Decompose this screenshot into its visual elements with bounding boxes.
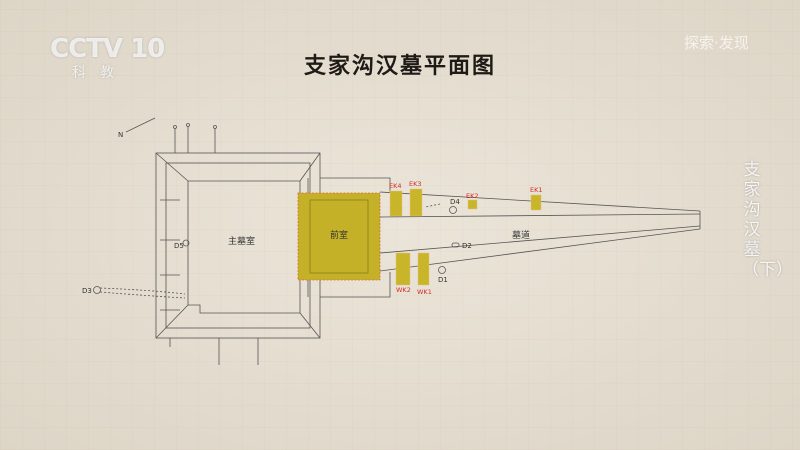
pit-wk2 — [395, 252, 411, 286]
posts — [169, 123, 259, 365]
svg-text:N: N — [118, 131, 123, 139]
svg-text:D2: D2 — [462, 242, 472, 250]
svg-text:主墓室: 主墓室 — [228, 235, 255, 247]
pit-wk1 — [417, 252, 430, 286]
front-chamber-inner — [309, 199, 369, 274]
svg-text:EK4: EK4 — [389, 182, 402, 190]
room-labels: 主墓室 前室 墓道 — [228, 229, 530, 247]
front-chamber-highlight — [297, 192, 381, 281]
cctv-logo-sub: 科教 — [72, 65, 128, 81]
hole-labels: D1 D2 D3 D4 D5 — [82, 198, 472, 295]
svg-text:D4: D4 — [450, 198, 460, 206]
diagram-title: 支家沟汉墓平面图 — [303, 53, 496, 79]
holes — [93, 203, 460, 299]
svg-text:墓道: 墓道 — [512, 229, 530, 241]
north-arrow: N — [118, 117, 156, 139]
pits — [389, 188, 542, 286]
svg-text:EK1: EK1 — [530, 186, 543, 194]
pit-ek2 — [467, 199, 478, 210]
program-channel: 探索·发现 — [684, 34, 749, 52]
pit-labels: EK4 EK3 EK2 EK1 WK2 WK1 — [389, 180, 543, 296]
svg-text:D5: D5 — [174, 242, 184, 250]
pit-ek4 — [389, 190, 403, 217]
svg-text:EK3: EK3 — [409, 180, 422, 188]
svg-text:D3: D3 — [82, 287, 92, 295]
svg-text:WK1: WK1 — [417, 288, 432, 296]
pit-ek3 — [409, 188, 423, 217]
svg-text:前室: 前室 — [330, 229, 348, 241]
pit-ek1 — [530, 194, 542, 211]
svg-text:EK2: EK2 — [466, 192, 479, 200]
svg-text:WK2: WK2 — [396, 286, 411, 294]
svg-text:D1: D1 — [438, 276, 448, 284]
cctv-logo: CCTV 10 — [50, 34, 165, 64]
